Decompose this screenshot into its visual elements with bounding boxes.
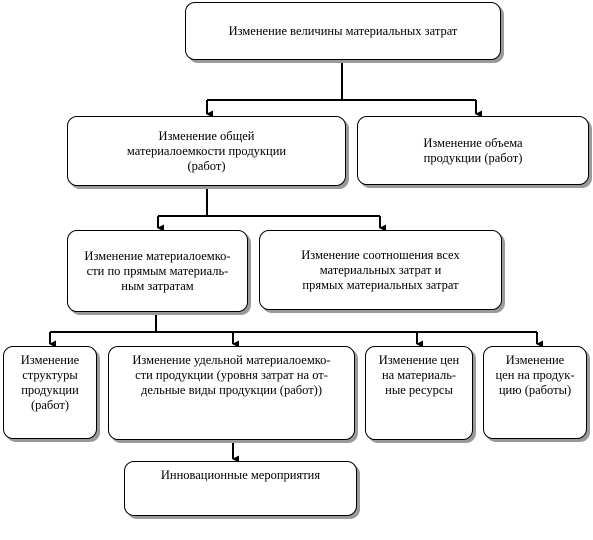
node-struktura-produktsii: Изменение структуры продукции (работ) bbox=[3, 346, 97, 439]
node-materialoemkost-obshchaya: Изменение общей материалоемкости продукц… bbox=[67, 116, 346, 186]
node-root: Изменение величины материальных затрат bbox=[185, 2, 501, 60]
node-udelnaya-materialoemkost: Изменение удельной материалоемко- сти пр… bbox=[108, 346, 355, 440]
node-obyem-produktsii: Изменение объема продукции (работ) bbox=[357, 116, 589, 185]
node-sootnoshenie-zatrat: Изменение соотношения всех материальных … bbox=[259, 230, 502, 310]
node-tseny-na-produktsiyu: Изменение цен на продук- цию (работы) bbox=[483, 346, 587, 439]
node-innovatsionnye-meropriyatiya: Инновационные мероприятия bbox=[124, 461, 357, 516]
node-materialoemkost-pryamye: Изменение материалоемко- сти по прямым м… bbox=[67, 230, 248, 312]
node-tseny-na-resursy: Изменение цен на материаль- ные ресурсы bbox=[365, 346, 473, 440]
